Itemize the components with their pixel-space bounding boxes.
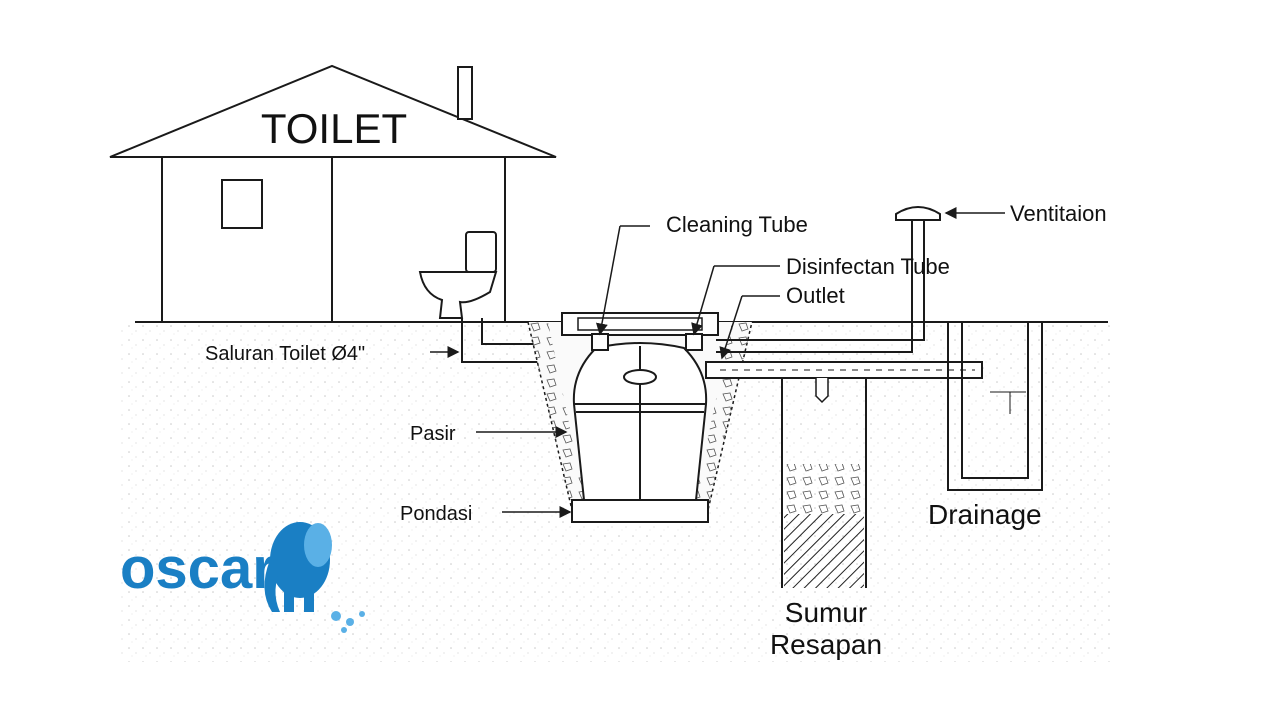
drainage-channel: [947, 322, 1043, 491]
ventilation-pipe: [716, 206, 941, 353]
tank-logo-badge: [623, 369, 657, 385]
toilet-label: TOILET: [261, 105, 407, 152]
chimney: [457, 66, 473, 120]
elephant-icon: [264, 522, 365, 633]
oscar-logo-text: oscar: [120, 536, 275, 601]
outlet-pipe: [705, 361, 983, 379]
saluran-label: Saluran Toilet Ø4": [205, 343, 365, 365]
drainage-label: Drainage: [928, 499, 1042, 530]
drip-fitting: [815, 378, 829, 404]
house: [109, 64, 557, 322]
disinfectant-tube-cap: [685, 333, 703, 351]
sand-fill-left: [528, 322, 585, 510]
house-window: [221, 179, 263, 229]
toilet-bowl: [418, 231, 498, 319]
pasir-label: Pasir: [410, 423, 456, 445]
soak-pit: [781, 378, 867, 588]
foundation: [571, 499, 709, 523]
oscar-logo: oscar: [120, 522, 365, 633]
cleaning-tube-label: Cleaning Tube: [666, 212, 808, 237]
outlet-label: Outlet: [786, 283, 845, 308]
tank-top-inner: [577, 317, 703, 331]
disinfectant-tube-label: Disinfectan Tube: [786, 254, 950, 279]
sumur-label-line2: Resapan: [770, 629, 882, 660]
pondasi-label: Pondasi: [400, 503, 472, 525]
sumur-label-line1: Sumur: [785, 597, 867, 628]
leader-lines: [430, 207, 1005, 518]
ventilation-label: Ventitaion: [1010, 201, 1107, 226]
cleaning-tube-cap: [591, 333, 609, 351]
septic-tank: [572, 333, 708, 501]
